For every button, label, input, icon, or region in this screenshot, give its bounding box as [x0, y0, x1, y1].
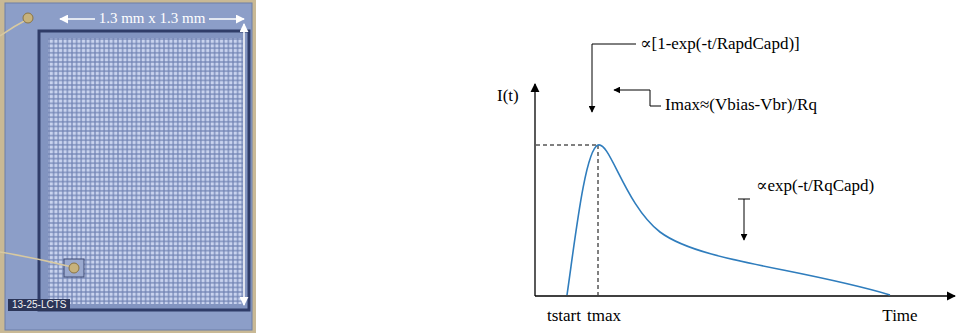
axis-label: I(t) [497, 86, 519, 106]
rise-formula: ∝[1-exp(-t/RapdCapd)] [640, 34, 800, 54]
axis-label: Time [882, 306, 917, 326]
tick-label: tstart [547, 306, 581, 326]
chip-photo [0, 0, 256, 333]
chip-marking: 13-25-LCTS [8, 299, 70, 311]
decay-formula: ∝exp(-t/RqCapd) [756, 176, 874, 196]
dimension-label: 1.3 mm x 1.3 mm [95, 10, 210, 27]
tick-label: tmax [587, 306, 621, 326]
pulse-plot [535, 44, 955, 296]
peak-formula: Imax≈(Vbias-Vbr)/Rq [665, 95, 817, 115]
